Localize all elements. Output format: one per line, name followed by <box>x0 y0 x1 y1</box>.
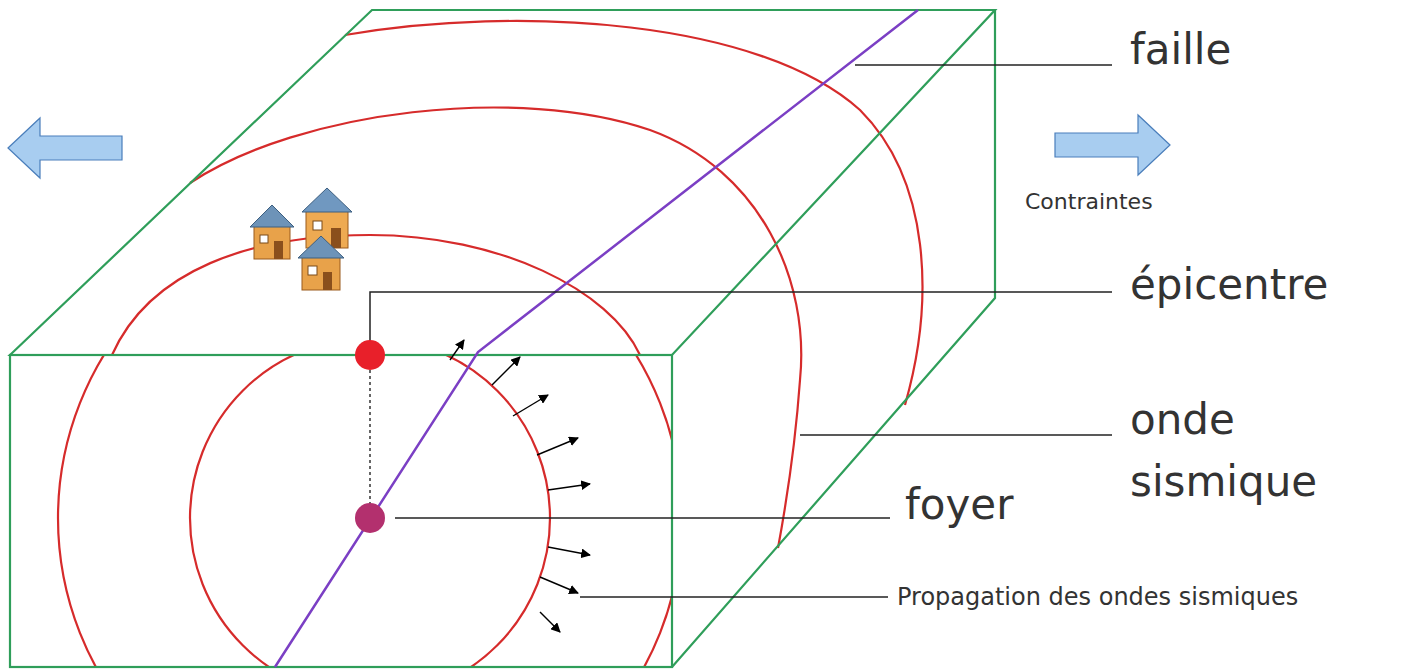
houses-icon <box>250 188 352 290</box>
vertical-projection <box>369 370 370 505</box>
leader-line <box>395 65 1112 597</box>
part-label: foyer <box>905 480 1013 530</box>
block-outline <box>10 10 995 667</box>
leader-line <box>370 292 1112 345</box>
focus-dot <box>355 503 385 533</box>
fault-line <box>275 10 918 667</box>
stress-arrow <box>8 115 1170 178</box>
propagation-arrow <box>450 340 590 632</box>
stress-label: Contraintes <box>1025 189 1153 215</box>
part-label: faille <box>1130 25 1231 75</box>
propagation-label: Propagation des ondes sismiques <box>897 583 1298 612</box>
part-label: épicentre <box>1130 260 1328 310</box>
part-label: onde sismique <box>1130 389 1360 513</box>
epicentre-dot <box>355 340 385 370</box>
seismic-wave <box>58 355 672 667</box>
